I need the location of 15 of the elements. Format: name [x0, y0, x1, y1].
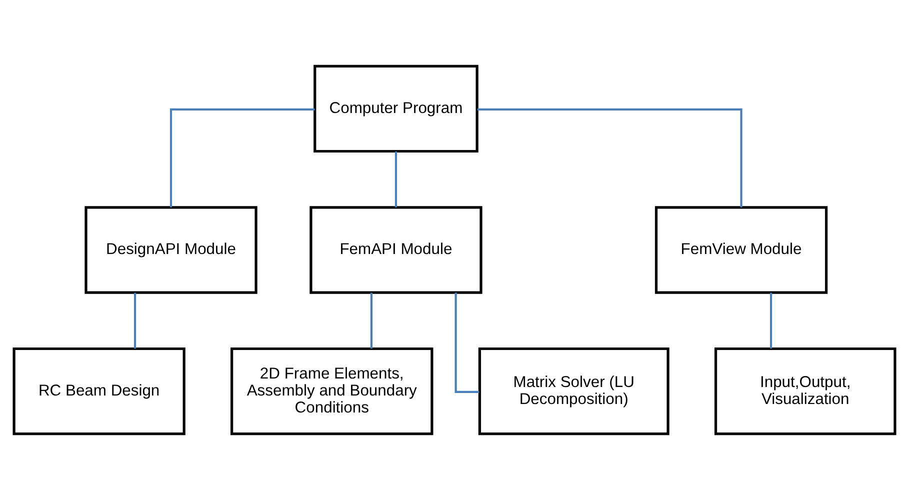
node-box: Input,Output, Visualization — [714, 347, 896, 436]
connector — [454, 292, 480, 393]
node-box: 2D Frame Elements, Assembly and Boundary Conditions — [230, 347, 434, 436]
connector — [170, 108, 315, 208]
connector — [477, 108, 742, 208]
node-box: RC Beam Design — [12, 347, 186, 436]
node-box: Computer Program — [314, 64, 478, 153]
connector — [370, 292, 372, 349]
node-box: FemView Module — [654, 206, 828, 294]
connector — [770, 292, 772, 349]
connector — [394, 152, 398, 208]
connector — [134, 292, 136, 349]
node-box: Matrix Solver (LU Decomposition) — [478, 347, 670, 436]
node-box: DesignAPI Module — [84, 206, 258, 294]
node-box: FemAPI Module — [310, 206, 482, 294]
